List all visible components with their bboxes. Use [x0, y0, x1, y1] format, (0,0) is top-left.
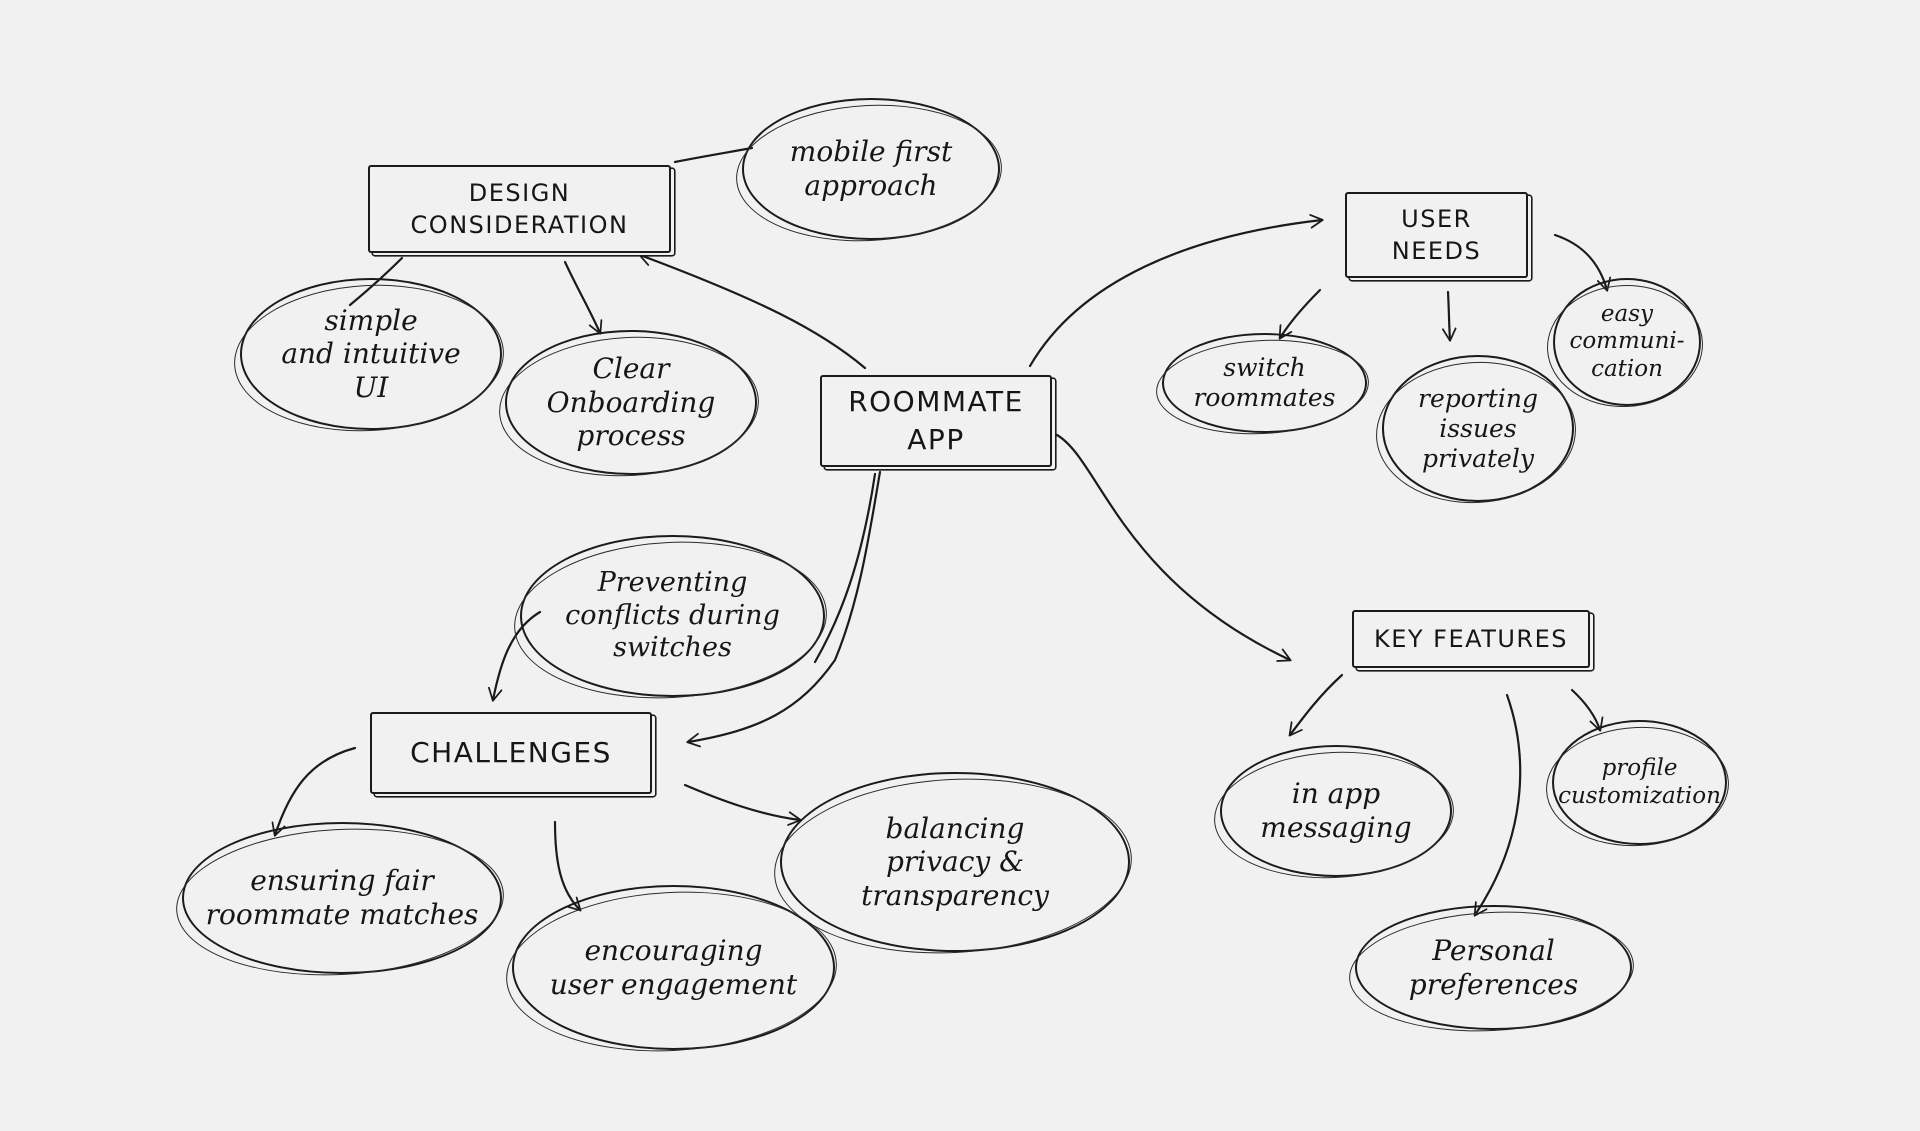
- wire-design-to-mobile: [673, 146, 754, 164]
- wire-challenges-to-fair: [271, 746, 357, 837]
- wire-needs-to-switch: [1278, 288, 1322, 340]
- preventing-conflicts-node: Preventing conflicts during switches: [520, 535, 825, 697]
- wire-features-to-messaging: [1288, 673, 1344, 737]
- wire-needs-to-reporting: [1441, 290, 1457, 342]
- mobile-first-label: mobile first approach: [789, 135, 953, 202]
- wire-features-to-preferences: [1473, 693, 1522, 917]
- onboarding-node: Clear Onboarding process: [505, 330, 757, 475]
- privacy-transparency-label: balancing privacy & transparency: [861, 811, 1049, 912]
- wire-center-to-user-needs: [1028, 214, 1324, 368]
- reporting-issues-node: reporting issues privately: [1382, 355, 1574, 502]
- wire-features-to-profile: [1570, 688, 1604, 732]
- user-engagement-node: encouraging user engagement: [512, 885, 835, 1050]
- fair-matches-node: ensuring fair roommate matches: [182, 822, 502, 974]
- wire-design-to-onboarding: [563, 260, 603, 335]
- switch-roommates-label: switch roommates: [1193, 353, 1336, 412]
- key-features-node: KEY FEATURES: [1352, 610, 1590, 668]
- user-needs-label: USER NEEDS: [1391, 204, 1482, 265]
- simple-ui-label: simple and intuitive UI: [281, 303, 461, 404]
- roommate-app-label: ROOMMATE APP: [848, 385, 1024, 456]
- onboarding-label: Clear Onboarding process: [546, 352, 716, 453]
- reporting-issues-label: reporting issues privately: [1418, 383, 1538, 473]
- challenges-label: CHALLENGES: [410, 736, 612, 770]
- roommate-app-node: ROOMMATE APP: [820, 375, 1052, 467]
- user-needs-node: USER NEEDS: [1345, 192, 1528, 278]
- simple-ui-node: simple and intuitive UI: [240, 278, 502, 430]
- personal-preferences-node: Personal preferences: [1355, 905, 1632, 1030]
- wire-center-to-key-features: [1055, 433, 1292, 662]
- in-app-messaging-node: in app messaging: [1220, 745, 1452, 877]
- switch-roommates-node: switch roommates: [1162, 333, 1367, 433]
- design-consideration-label: DESIGN CONSIDERATION: [410, 178, 629, 239]
- design-consideration-node: DESIGN CONSIDERATION: [368, 165, 671, 253]
- user-engagement-label: encouraging user engagement: [549, 933, 798, 1001]
- in-app-messaging-label: in app messaging: [1260, 777, 1412, 844]
- key-features-label: KEY FEATURES: [1373, 624, 1568, 653]
- fair-matches-label: ensuring fair roommate matches: [205, 864, 479, 931]
- wire-challenges-to-privacy: [683, 783, 802, 826]
- privacy-transparency-node: balancing privacy & transparency: [780, 772, 1130, 952]
- profile-customization-node: profile customization: [1552, 720, 1727, 845]
- personal-preferences-label: Personal preferences: [1408, 933, 1579, 1001]
- wire-challenges-to-engagement: [553, 820, 582, 912]
- wire-center-to-challenges: [686, 470, 882, 748]
- preventing-conflicts-label: Preventing conflicts during switches: [565, 567, 780, 664]
- mobile-first-node: mobile first approach: [742, 98, 1000, 240]
- challenges-node: CHALLENGES: [370, 712, 652, 794]
- easy-communication-node: easy communi- cation: [1553, 278, 1701, 406]
- profile-customization-label: profile customization: [1558, 754, 1721, 809]
- wire-center-to-challenges-2: [813, 472, 877, 664]
- wire-center-to-design: [638, 252, 867, 370]
- easy-communication-label: easy communi- cation: [1569, 300, 1685, 382]
